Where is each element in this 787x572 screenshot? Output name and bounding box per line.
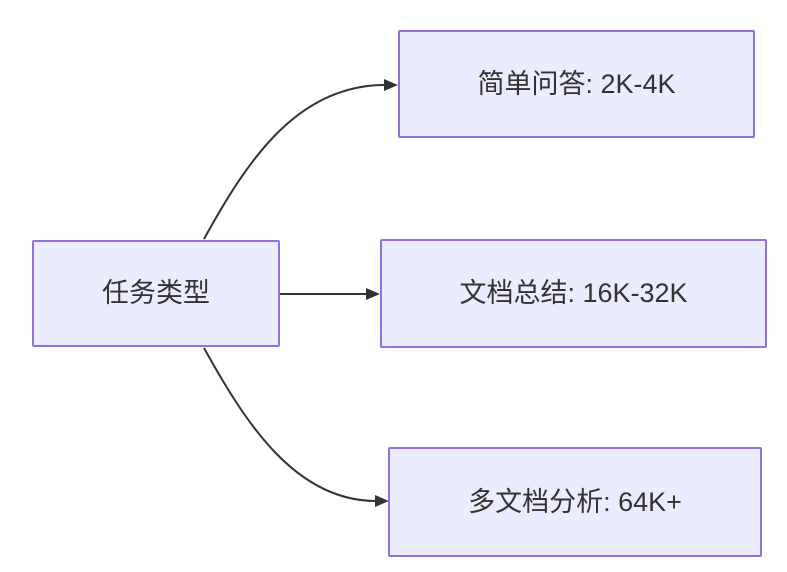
edge-root-to-simple-qa bbox=[203, 84, 386, 240]
node-multi-doc: 多文档分析: 64K+ bbox=[388, 447, 762, 557]
node-multi-doc-label: 多文档分析: 64K+ bbox=[468, 486, 682, 517]
arrowhead-doc-summary bbox=[366, 288, 380, 300]
node-doc-summary: 文档总结: 16K-32K bbox=[380, 239, 767, 348]
edge-root-to-multi-doc bbox=[203, 347, 377, 502]
node-task-type: 任务类型 bbox=[32, 240, 280, 347]
arrowhead-simple-qa bbox=[384, 79, 398, 91]
node-simple-qa-label: 简单问答: 2K-4K bbox=[477, 68, 676, 99]
node-simple-qa: 简单问答: 2K-4K bbox=[398, 30, 755, 138]
arrowhead-multi-doc bbox=[375, 495, 389, 507]
node-doc-summary-label: 文档总结: 16K-32K bbox=[459, 278, 688, 309]
node-task-type-label: 任务类型 bbox=[102, 278, 210, 309]
